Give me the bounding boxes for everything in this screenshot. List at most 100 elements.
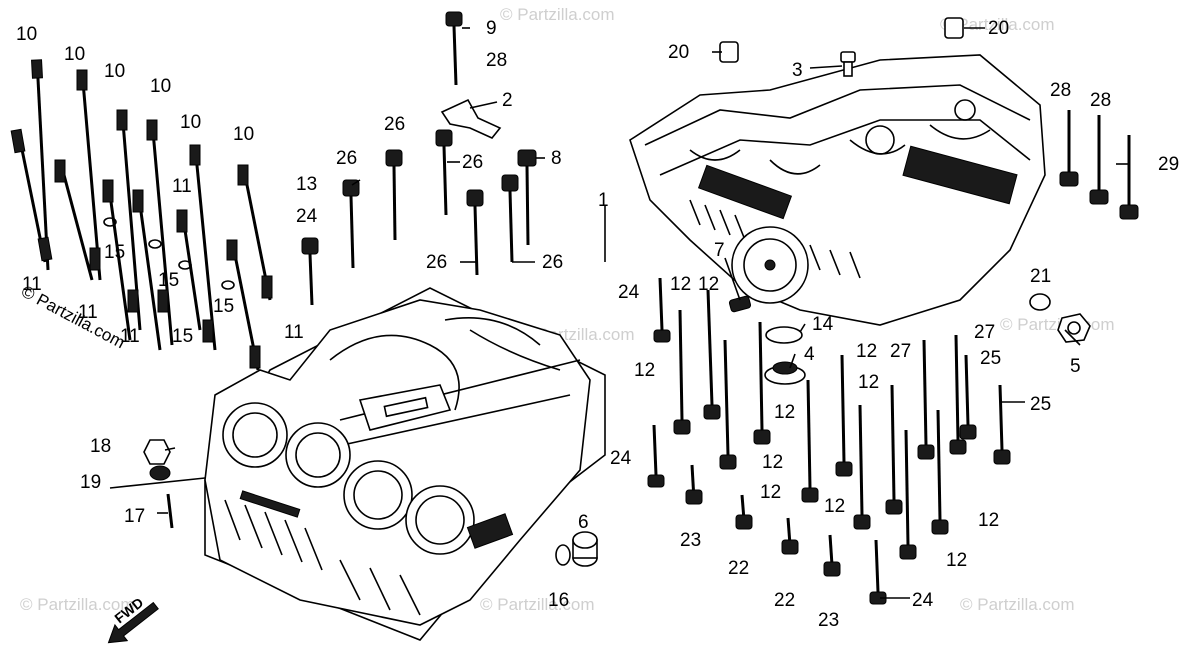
washer bbox=[178, 260, 192, 270]
bolt bbox=[993, 384, 1011, 465]
callout-label: 10 bbox=[150, 76, 171, 97]
cap-6 bbox=[572, 531, 598, 567]
bolt-26 bbox=[435, 129, 453, 216]
callout-label: 11 bbox=[172, 176, 192, 197]
nut-18 bbox=[143, 439, 171, 465]
bolt bbox=[673, 309, 691, 435]
part-7 bbox=[728, 295, 752, 313]
callout-label: 15 bbox=[172, 326, 193, 347]
callout-label: 12 bbox=[856, 341, 877, 362]
callout-label: 26 bbox=[542, 252, 563, 273]
callout-label: 25 bbox=[1030, 394, 1051, 415]
callout-label: 24 bbox=[618, 282, 640, 303]
stud-bolt bbox=[189, 144, 217, 351]
oil-filter-4 bbox=[764, 361, 806, 385]
stud-bolt bbox=[226, 239, 261, 371]
stud-bolt bbox=[146, 119, 174, 346]
bolt-28 bbox=[1089, 115, 1109, 205]
callout-label: 8 bbox=[551, 148, 562, 169]
bolt-26 bbox=[342, 179, 360, 269]
callout-label: 12 bbox=[824, 496, 845, 517]
bracket-2 bbox=[440, 98, 502, 139]
bolt bbox=[823, 534, 841, 577]
bolt-26 bbox=[385, 149, 403, 241]
callout-label: 20 bbox=[668, 42, 689, 63]
watermark: © Partzilla.com bbox=[940, 15, 1055, 34]
bolt-28 bbox=[1059, 110, 1079, 187]
dowel-20 bbox=[944, 17, 964, 39]
callout-label: 3 bbox=[792, 60, 803, 81]
stud-bolt bbox=[237, 164, 273, 301]
crankcase-bolts-group bbox=[647, 277, 1011, 605]
callout-label: 10 bbox=[233, 124, 254, 145]
leader-lines bbox=[157, 27, 1130, 599]
callout-label: 5 bbox=[1070, 356, 1081, 377]
stud-17 bbox=[166, 493, 174, 529]
callout-label: 22 bbox=[774, 590, 795, 611]
bolt bbox=[949, 334, 967, 455]
callout-label: 10 bbox=[64, 44, 85, 65]
bolt bbox=[931, 409, 949, 535]
callout-label: 15 bbox=[104, 242, 125, 263]
watermark: © Partzilla.com bbox=[480, 595, 595, 614]
bolt bbox=[917, 339, 935, 460]
bolt bbox=[899, 429, 917, 560]
callout-label: 12 bbox=[760, 482, 781, 503]
callout-label: 4 bbox=[804, 344, 815, 365]
callout-label: 11 bbox=[22, 274, 42, 295]
stud-bolt bbox=[102, 179, 132, 341]
watermark: © Partzilla.com bbox=[960, 595, 1075, 614]
callout-label: 14 bbox=[812, 314, 834, 335]
small-parts-left bbox=[109, 439, 598, 567]
bolt-9 bbox=[445, 11, 463, 86]
callout-label: 2 bbox=[502, 90, 513, 111]
watermark: © Partzilla.com bbox=[20, 595, 135, 614]
callout-label: 10 bbox=[16, 24, 37, 45]
bolt bbox=[719, 339, 737, 470]
stud-bolt bbox=[132, 189, 162, 351]
washer bbox=[103, 217, 117, 227]
callout-label: 24 bbox=[912, 590, 934, 611]
clip-21 bbox=[1029, 293, 1051, 311]
stud-bolt bbox=[54, 159, 94, 281]
callout-label: 28 bbox=[1050, 80, 1071, 101]
bolt-8 bbox=[517, 149, 537, 246]
washer bbox=[148, 239, 162, 249]
bolt bbox=[959, 354, 977, 440]
callout-labels: 10 10 10 10 10 10 11 11 11 11 11 15 15 1… bbox=[16, 18, 1179, 631]
callout-label: 12 bbox=[698, 274, 719, 295]
callout-label: 21 bbox=[1030, 266, 1051, 287]
watermark: © Partzilla.com bbox=[1000, 315, 1115, 334]
callout-label: 12 bbox=[858, 372, 879, 393]
bolt-29 bbox=[1119, 135, 1139, 220]
callout-label: 20 bbox=[988, 18, 1009, 39]
washer bbox=[221, 280, 235, 290]
callout-label: 12 bbox=[774, 402, 795, 423]
washer-19 bbox=[149, 465, 171, 481]
upper-bolts-group bbox=[301, 11, 606, 306]
bolt bbox=[685, 464, 703, 505]
callout-label: 26 bbox=[384, 114, 405, 135]
callout-label: 12 bbox=[762, 452, 783, 473]
callout-label: 27 bbox=[890, 341, 911, 362]
dowel-20 bbox=[719, 41, 739, 63]
callout-label: 12 bbox=[946, 550, 967, 571]
stud-bolt bbox=[10, 128, 53, 263]
bolt bbox=[781, 517, 799, 555]
callout-label: 10 bbox=[104, 61, 125, 82]
bolt bbox=[753, 321, 771, 445]
watermark: © Partzilla.com bbox=[500, 5, 615, 24]
callout-label: 12 bbox=[634, 360, 655, 381]
stud-bolt bbox=[31, 59, 50, 271]
callout-label: 28 bbox=[486, 50, 507, 71]
callout-label: 24 bbox=[296, 206, 318, 227]
callout-label: 6 bbox=[578, 512, 589, 533]
bolt bbox=[703, 289, 721, 420]
bolt bbox=[885, 384, 903, 515]
callout-label: 23 bbox=[680, 530, 701, 551]
stud-bolt bbox=[176, 209, 202, 331]
callout-label: 19 bbox=[80, 472, 101, 493]
callout-label: 15 bbox=[158, 270, 179, 291]
callout-label: 13 bbox=[296, 174, 317, 195]
